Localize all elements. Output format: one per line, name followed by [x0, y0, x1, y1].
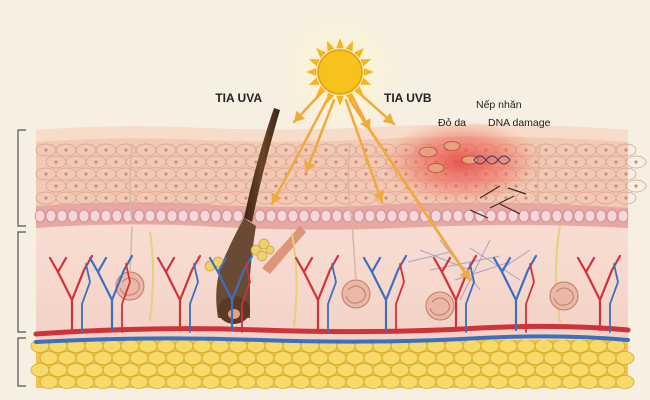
blood-vessels — [33, 254, 631, 344]
uva-label: TIA UVA — [215, 91, 262, 105]
redness-zone — [382, 120, 542, 204]
sweat-glands — [115, 221, 579, 321]
sun-icon — [306, 38, 374, 106]
layer-brackets — [17, 129, 26, 387]
damaged-fibers — [469, 185, 527, 219]
fat-layer — [30, 338, 635, 389]
hair-shaft — [244, 108, 280, 222]
redness-label: Đỏ da — [438, 117, 466, 129]
nerve-fibers — [129, 143, 561, 327]
uv-rays — [270, 90, 472, 282]
dna-damage-label: DNA damage — [488, 117, 551, 129]
epidermis-layer — [34, 124, 647, 230]
wrinkles-label: Nếp nhăn — [476, 99, 522, 111]
arrector-muscle — [262, 226, 306, 274]
vein — [34, 334, 630, 344]
uvb-label: TIA UVB — [384, 91, 432, 105]
dna-helix — [473, 155, 511, 165]
artery — [33, 323, 631, 337]
